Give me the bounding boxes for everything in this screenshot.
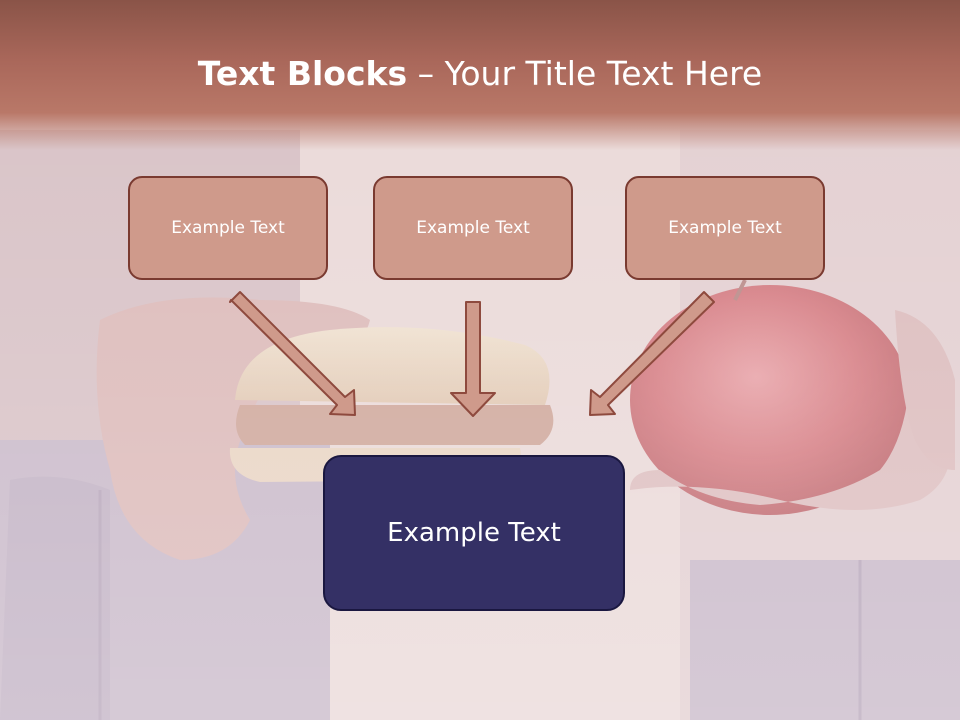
slide-title: Text Blocks – Your Title Text Here bbox=[0, 52, 960, 96]
text-block-2[interactable]: Example Text bbox=[373, 176, 573, 280]
text-block-3-label: Example Text bbox=[668, 218, 782, 238]
text-block-2-label: Example Text bbox=[416, 218, 530, 238]
text-block-3[interactable]: Example Text bbox=[625, 176, 825, 280]
text-block-1[interactable]: Example Text bbox=[128, 176, 328, 280]
title-band bbox=[0, 0, 960, 150]
title-bold-text: Text Blocks bbox=[197, 54, 408, 93]
main-text-block-label: Example Text bbox=[387, 518, 561, 548]
title-rest-text: – Your Title Text Here bbox=[407, 54, 763, 93]
text-block-1-label: Example Text bbox=[171, 218, 285, 238]
main-text-block[interactable]: Example Text bbox=[323, 455, 625, 611]
